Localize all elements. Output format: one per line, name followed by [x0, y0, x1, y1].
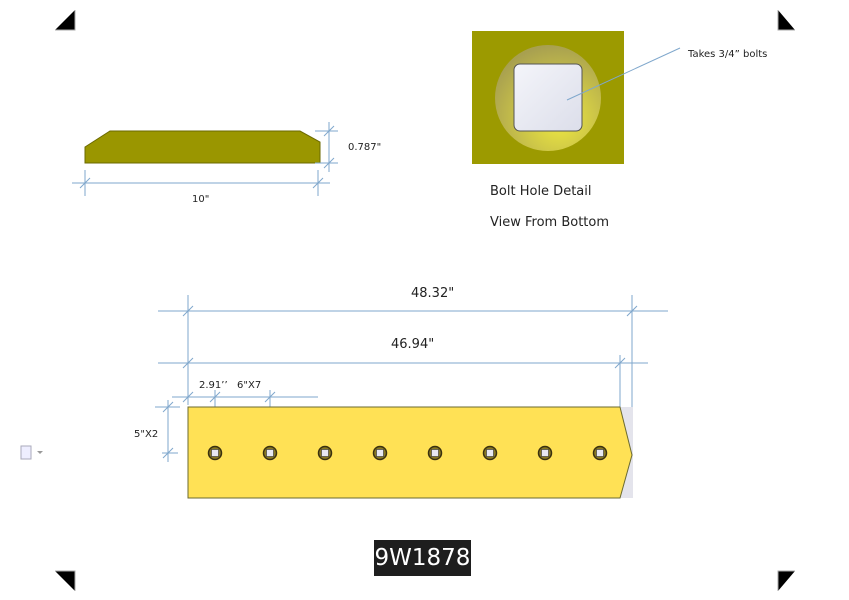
edge-length-label: 46.94"	[391, 337, 434, 352]
bolt-hole	[262, 445, 278, 461]
bolt-hole	[372, 445, 388, 461]
bolt-hole	[207, 445, 223, 461]
bolt-detail-subtitle: View From Bottom	[490, 215, 609, 230]
bolt-hole	[482, 445, 498, 461]
bolt-hole	[537, 445, 553, 461]
profile-view: 0.787" 10"	[72, 122, 381, 205]
first-hole-offset-label: 2.91’’	[199, 380, 228, 391]
profile-height-label: 0.787"	[348, 142, 381, 153]
bolt-hole-detail: Takes 3/4” bolts Bolt Hole Detail View F…	[472, 31, 767, 230]
bolt-hole	[427, 445, 443, 461]
bolt-hole	[592, 445, 608, 461]
profile-length-label: 10"	[192, 194, 209, 205]
overall-length-label: 48.32"	[411, 286, 454, 301]
bolt-detail-title: Bolt Hole Detail	[490, 184, 591, 199]
page-corner-marks	[55, 10, 795, 591]
bolt-hole	[317, 445, 333, 461]
document-icon[interactable]	[20, 445, 43, 460]
hole-height-label: 5"X2	[134, 429, 158, 440]
hole-spacing-label: 6"X7	[237, 380, 261, 391]
part-number-label: 9W1878	[374, 540, 471, 576]
blade-top-view: 48.32" 46.94" 2.91’’ 6"X7 5"X2	[134, 286, 668, 499]
bolt-callout: Takes 3/4” bolts	[687, 49, 767, 60]
